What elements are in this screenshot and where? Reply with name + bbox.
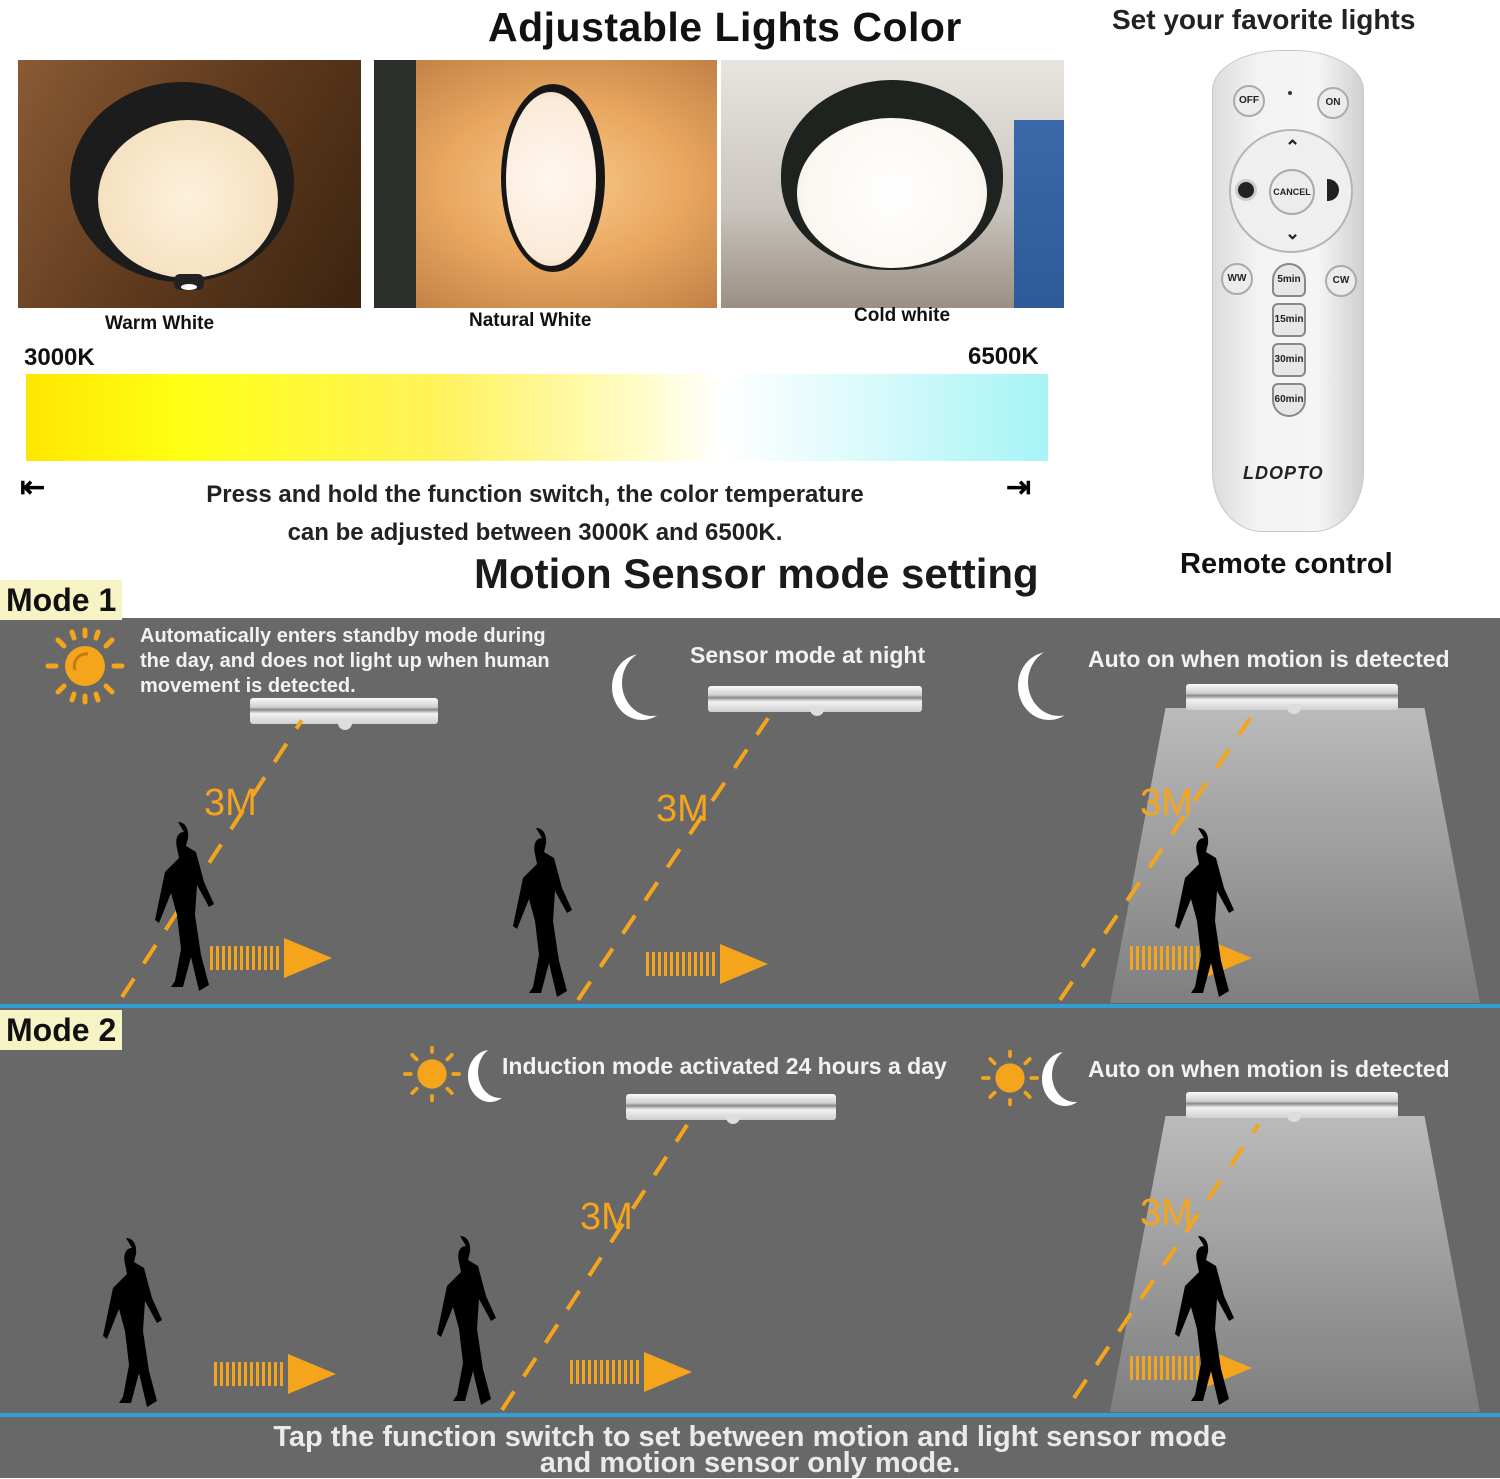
- natural-white-lamp: [506, 92, 596, 266]
- brightness-up-icon[interactable]: [1327, 179, 1339, 201]
- walking-person-icon: [1175, 828, 1234, 997]
- color-temp-description: Press and hold the function switch, the …: [206, 481, 864, 546]
- walking-person-icon: [1175, 1236, 1234, 1405]
- sun-icon: [45, 627, 125, 705]
- moon-icon: [622, 650, 682, 716]
- mode1-day-description: Automatically enters standby mode during…: [140, 625, 550, 697]
- motion-section-title: Motion Sensor mode setting: [474, 550, 1039, 597]
- natural-white-label: Natural White: [469, 310, 592, 331]
- direction-pad: ⌃ CANCEL ⌄: [1229, 129, 1353, 253]
- distance-label: 3M: [580, 1196, 633, 1238]
- left-arrow-icon: ⇤: [20, 471, 46, 504]
- mode2-tag: Mode 2: [0, 1010, 123, 1050]
- warm-white-photo: [18, 60, 361, 308]
- color-temperature-gradient: [26, 374, 1048, 461]
- mode1-night-label: Sensor mode at night: [690, 642, 926, 668]
- footer-instruction: Tap the function switch to set between m…: [273, 1421, 1227, 1479]
- pir-sensor: [810, 706, 824, 716]
- distance-label: 3M: [204, 782, 257, 824]
- warm-white-lamp: [98, 120, 278, 278]
- cold-white-photo: [721, 60, 1064, 308]
- mode2-induction-label: Induction mode activated 24 hours a day: [502, 1053, 947, 1079]
- sun-icon: [403, 1045, 461, 1103]
- pir-sensor: [338, 720, 352, 730]
- walking-person-icon: [155, 822, 214, 991]
- cold-white-label: Cold white: [854, 305, 951, 326]
- footer-divider: [0, 1413, 1500, 1417]
- walking-direction-arrow: [210, 938, 335, 978]
- brightness-down-icon[interactable]: [1235, 179, 1257, 201]
- indicator-led: [1288, 91, 1292, 95]
- remote-section-title: Set your favorite lights: [1112, 4, 1416, 35]
- cold-white-lamp: [797, 118, 987, 268]
- pir-sensor: [1287, 1112, 1301, 1122]
- remote-caption: Remote control: [1180, 548, 1393, 580]
- distance-label: 3M: [1140, 1192, 1193, 1234]
- mode2-auto-on-label: Auto on when motion is detected: [1088, 1056, 1450, 1082]
- pir-sensor: [1287, 704, 1301, 714]
- right-arrow-icon: ⇥: [1006, 471, 1032, 504]
- down-arrow-icon[interactable]: ⌄: [1285, 223, 1301, 243]
- cold-white-button[interactable]: CW: [1325, 265, 1357, 297]
- off-button[interactable]: OFF: [1233, 85, 1265, 117]
- up-arrow-icon[interactable]: ⌃: [1285, 137, 1301, 157]
- warm-white-label: Warm White: [105, 313, 215, 334]
- distance-label: 3M: [1140, 782, 1193, 824]
- sensor-light-bar: [250, 698, 438, 724]
- walking-person-icon: [437, 1236, 496, 1405]
- natural-white-photo: [374, 60, 717, 308]
- brand-logo: LDOPTO: [1243, 463, 1324, 483]
- walking-direction-arrow: [214, 1354, 339, 1394]
- mode1-auto-on-label: Auto on when motion is detected: [1088, 646, 1450, 672]
- mode-divider: [0, 1004, 1500, 1008]
- cancel-button[interactable]: CANCEL: [1269, 169, 1315, 215]
- walking-direction-arrow: [570, 1352, 695, 1392]
- mode1-tag: Mode 1: [0, 580, 123, 620]
- distance-label: 3M: [656, 788, 709, 830]
- on-button[interactable]: ON: [1317, 87, 1349, 119]
- pir-sensor: [726, 1114, 740, 1124]
- min-temp-label: 3000K: [24, 344, 95, 371]
- page-title: Adjustable Lights Color: [488, 4, 962, 50]
- max-temp-label: 6500K: [968, 343, 1039, 370]
- sun-icon: [981, 1049, 1039, 1107]
- warm-white-button[interactable]: WW: [1221, 263, 1253, 295]
- moon-icon: [1028, 648, 1090, 716]
- walking-direction-arrow: [646, 944, 771, 984]
- walking-person-icon: [103, 1238, 162, 1407]
- walking-person-icon: [513, 828, 572, 997]
